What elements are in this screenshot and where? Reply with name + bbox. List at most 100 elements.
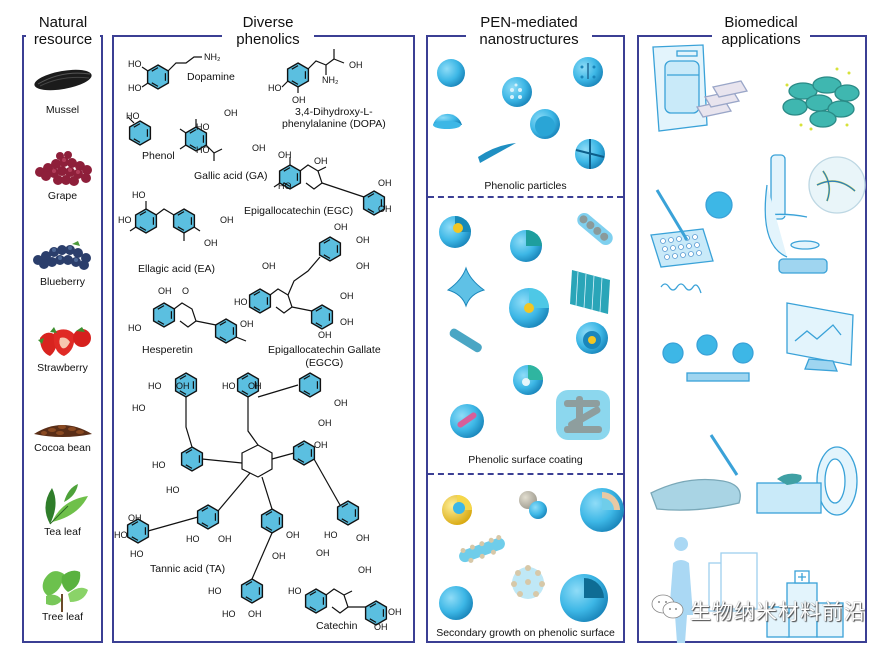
natural-resource-title: Natural resource — [26, 14, 100, 48]
culture-flasks-icon — [695, 80, 749, 118]
incubator-icon — [652, 44, 708, 132]
phenolic-particles-illustration — [433, 57, 605, 169]
compound-name-ellagic-acid: Ellagic acid (EA) — [138, 263, 216, 275]
light-wave-icon — [660, 283, 702, 294]
chem-label: OH — [286, 530, 300, 540]
chem-label: OH — [272, 551, 286, 561]
solid-sphere — [437, 59, 465, 87]
natural-item-label: Grape — [47, 190, 78, 202]
chem-label: OH — [292, 95, 306, 105]
dopamine-ring — [146, 64, 170, 90]
chem-label: OH — [314, 156, 328, 166]
chem-label: HO — [166, 485, 180, 495]
chem-label: OH — [224, 108, 238, 118]
diverse-phenolics-panel — [112, 35, 415, 643]
chem-label: HO — [278, 181, 292, 191]
chem-label: OH — [356, 261, 370, 271]
tea-leaf-icon — [45, 484, 88, 525]
chem-label: OH — [278, 150, 292, 160]
dimer-particle-blue — [529, 501, 547, 519]
raspberry-sphere — [439, 586, 473, 620]
chem-label: HO — [148, 381, 162, 391]
chem-label: NH₂ — [322, 75, 339, 85]
grape-icon — [35, 151, 92, 186]
chem-label: OH — [374, 622, 388, 632]
compound-name-dopa: 3,4-Dihydroxy-L- phenylalanine (DOPA) — [282, 106, 386, 130]
section-divider — [428, 196, 623, 198]
chem-label: HO — [128, 59, 142, 69]
natural-item-label: Tea leaf — [44, 526, 81, 538]
chem-label: HO — [126, 111, 140, 121]
mri-scanner-icon — [756, 446, 858, 516]
chem-label: OH — [378, 204, 392, 214]
chem-label: OH — [176, 381, 190, 391]
biosensor-icon — [662, 334, 754, 382]
nanostructures-title: PEN-mediated nanostructures — [466, 14, 592, 48]
chem-label: HO — [268, 83, 282, 93]
chem-label: HO — [186, 534, 200, 544]
natural-item-label: Mussel — [45, 104, 80, 116]
chem-label: OH — [340, 317, 354, 327]
chem-label: HO — [222, 609, 236, 619]
chem-label: OH — [220, 215, 234, 225]
chem-label: OH — [356, 235, 370, 245]
natural-item-label: Tree leaf — [41, 611, 84, 623]
chem-label: OH — [388, 607, 402, 617]
chem-label: OH — [252, 143, 266, 153]
chem-label: OH — [204, 238, 218, 248]
section-label-phenolic-surface-coating: Phenolic surface coating — [468, 454, 583, 466]
chem-label: HO — [152, 460, 166, 470]
strawberry-icon — [38, 327, 91, 356]
chem-label: HO — [222, 381, 236, 391]
chem-label: OH — [218, 534, 232, 544]
medical-report-icon — [708, 552, 758, 612]
chem-label: OH — [318, 330, 332, 340]
chem-label: OH — [316, 548, 330, 558]
tree-leaf-icon — [42, 570, 88, 612]
decorated-rod — [459, 537, 505, 563]
chem-label: HO — [118, 215, 132, 225]
compound-name-hesperetin: Hesperetin — [142, 344, 193, 356]
chem-label: HO — [234, 297, 248, 307]
wechat-logo-icon — [651, 594, 684, 619]
cells-icon — [782, 76, 860, 128]
well-plate-icon — [650, 228, 714, 268]
chem-label: HO — [128, 323, 142, 333]
compound-name-gallic-acid: Gallic acid (GA) — [194, 170, 268, 182]
natural-item-label: Blueberry — [40, 276, 85, 288]
chem-label: OH — [378, 178, 392, 188]
hospital-icon — [766, 570, 844, 638]
syringe-icon — [709, 434, 739, 476]
chemical-structures — [126, 49, 388, 626]
chem-label: OH — [314, 440, 328, 450]
chem-label: HO — [130, 549, 144, 559]
chem-label: OH — [158, 286, 172, 296]
targeted-nanoparticle-icon — [705, 191, 733, 219]
mouse-injection-icon — [650, 478, 741, 511]
chem-label: OH — [340, 291, 354, 301]
chem-label: OH — [318, 418, 332, 428]
chem-label: OH — [248, 609, 262, 619]
natural-item-label: Cocoa bean — [34, 442, 91, 454]
section-divider — [428, 473, 623, 475]
chem-label: OH — [358, 565, 372, 575]
chem-label: OH — [349, 60, 363, 70]
compound-name-dopamine: Dopamine — [187, 71, 235, 83]
porous-capsule — [502, 77, 532, 107]
chem-label: OH — [356, 533, 370, 543]
section-label-secondary-growth: Secondary growth on phenolic surface — [436, 627, 615, 639]
chem-label: HO — [196, 122, 210, 132]
biomedical-applications-title: Biomedical applications — [712, 14, 810, 48]
chem-label: HO — [128, 83, 142, 93]
chem-label: OH — [240, 319, 254, 329]
chem-label: HO — [324, 530, 338, 540]
nanosheet — [478, 143, 516, 163]
watermark-text: 生物纳米材料前沿 — [690, 601, 866, 624]
human-body-icon — [669, 537, 693, 643]
chem-label: O — [182, 286, 190, 296]
chem-label: OH — [334, 222, 348, 232]
cocoa-bean-icon — [34, 425, 92, 437]
mussel-icon — [34, 69, 92, 91]
blueberry-icon — [33, 241, 91, 270]
nanorod — [449, 328, 482, 353]
